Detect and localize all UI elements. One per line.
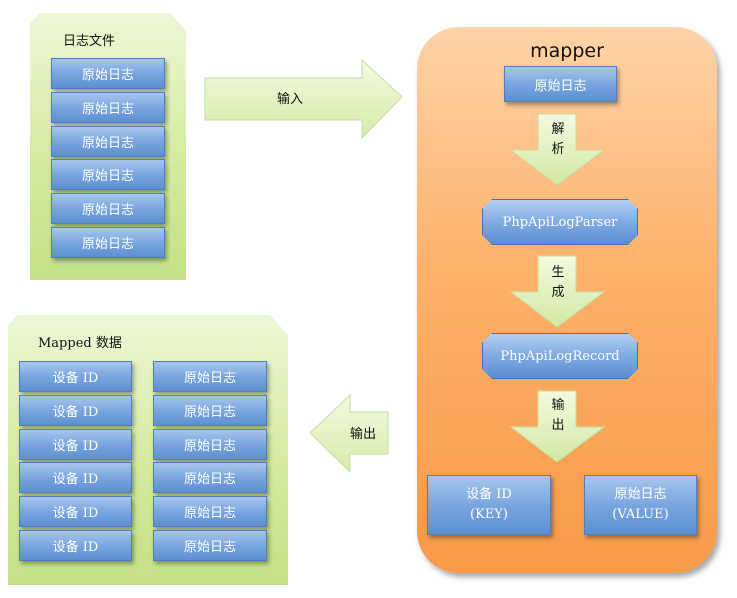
parse-arrow: [509, 113, 606, 186]
log-file-title: 日志文件: [63, 34, 116, 49]
log-file-item: 原始日志: [51, 126, 165, 157]
mapper-raw-log: 原始日志: [504, 66, 617, 102]
mapped-value-item: 原始日志: [153, 530, 267, 561]
log-file-item: 原始日志: [51, 159, 165, 190]
generate-label-2: 成: [551, 285, 565, 300]
value-box-line1: 原始日志: [614, 487, 667, 502]
mapper-title: mapper: [530, 40, 604, 62]
output-down-arrow: [509, 390, 606, 463]
generate-label-1: 生: [551, 265, 565, 280]
generate-arrow: [509, 255, 606, 328]
value-box-line2: (VALUE): [612, 507, 669, 522]
value-box: 原始日志 (VALUE): [584, 475, 697, 535]
output-arrow-label: 输出: [349, 427, 376, 442]
parser-box: PhpApiLogParser: [482, 199, 638, 245]
key-box: 设备 ID (KEY): [427, 475, 551, 535]
output-arrow: [309, 393, 389, 474]
mapped-key-item: 设备 ID: [19, 395, 132, 426]
key-box-line1: 设备 ID: [466, 487, 512, 502]
log-file-item: 原始日志: [51, 92, 165, 123]
mapped-value-item: 原始日志: [153, 429, 267, 460]
mapped-key-item: 设备 ID: [19, 496, 132, 527]
parse-label-2: 析: [551, 142, 565, 157]
key-box-line2: (KEY): [470, 507, 508, 522]
mapped-value-item: 原始日志: [153, 462, 267, 493]
mapped-data-title: Mapped 数据: [38, 336, 122, 351]
output-down-label-1: 输: [551, 398, 565, 413]
input-arrow-label: 输入: [276, 92, 303, 107]
mapped-value-item: 原始日志: [153, 395, 267, 426]
mapped-key-item: 设备 ID: [19, 530, 132, 561]
output-down-label-2: 出: [551, 418, 565, 433]
mapped-value-item: 原始日志: [153, 496, 267, 527]
parse-label-1: 解: [551, 122, 565, 137]
record-box: PhpApiLogRecord: [482, 333, 638, 379]
mapped-key-item: 设备 ID: [19, 429, 132, 460]
log-file-item: 原始日志: [51, 193, 165, 224]
log-file-item: 原始日志: [51, 58, 165, 89]
mapped-key-item: 设备 ID: [19, 462, 132, 493]
input-arrow: [204, 58, 403, 140]
log-file-item: 原始日志: [51, 227, 165, 258]
mapped-value-item: 原始日志: [153, 361, 267, 392]
mapped-key-item: 设备 ID: [19, 361, 132, 392]
